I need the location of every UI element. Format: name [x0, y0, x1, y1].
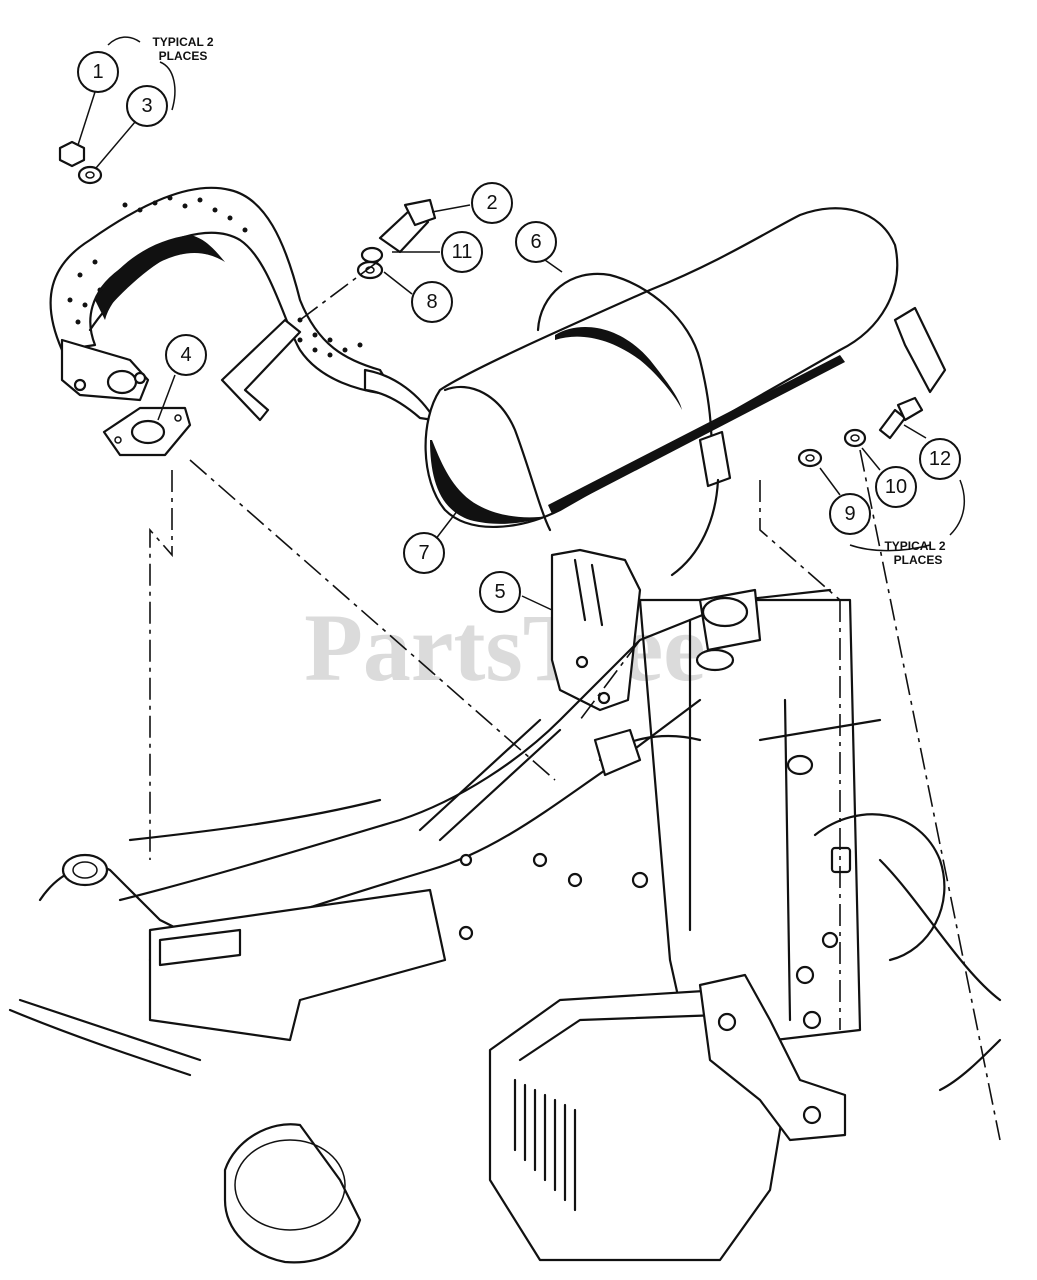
callout-7: 7 — [403, 532, 445, 574]
bolt-flat-washer — [356, 260, 384, 280]
svg-text:10: 10 — [885, 476, 907, 498]
svg-text:1: 1 — [92, 61, 103, 83]
muffler-bracket — [550, 548, 642, 712]
callout-10: 10 — [875, 466, 917, 508]
callout-9: 9 — [829, 493, 871, 535]
note-right-line2: PLACES — [894, 553, 943, 567]
svg-text:6: 6 — [530, 231, 541, 253]
svg-text:5: 5 — [494, 581, 505, 603]
note-right-line1: TYPICAL 2 — [884, 539, 945, 553]
note-typical-top: TYPICAL 2 PLACES — [107, 35, 214, 111]
svg-text:8: 8 — [426, 291, 437, 313]
muffler — [424, 207, 947, 532]
svg-text:9: 9 — [844, 503, 855, 525]
note-top-line2: PLACES — [159, 49, 208, 63]
svg-text:12: 12 — [929, 448, 951, 470]
callout-3: 3 — [126, 85, 168, 127]
pipe-hanger-bracket — [220, 318, 302, 422]
callout-6: 6 — [515, 221, 557, 263]
flange-nut — [58, 140, 86, 168]
mounting-bolt-right — [878, 396, 924, 440]
callout-11: 11 — [441, 231, 483, 273]
washer-right — [797, 448, 823, 468]
assembly-lines — [149, 259, 1001, 1141]
note-typical-right: TYPICAL 2 PLACES — [849, 479, 966, 567]
exhaust-header-pipe — [49, 186, 462, 442]
callout-4: 4 — [165, 334, 207, 376]
callout-1: 1 — [77, 51, 119, 93]
callout-12: 12 — [919, 438, 961, 480]
muffler-clamp — [536, 272, 732, 577]
callout-5: 5 — [479, 571, 521, 613]
lock-washer — [77, 165, 103, 185]
bolt-lock-washer — [360, 246, 384, 264]
note-top-line1: TYPICAL 2 — [152, 35, 213, 49]
svg-text:7: 7 — [418, 542, 429, 564]
callout-8: 8 — [411, 281, 453, 323]
engine-frame — [8, 588, 1002, 1264]
svg-text:11: 11 — [452, 241, 473, 263]
svg-text:4: 4 — [180, 344, 191, 366]
callout-leaders — [77, 91, 927, 611]
callout-2: 2 — [471, 182, 513, 224]
exhaust-gasket — [102, 406, 192, 457]
lock-washer-right — [843, 428, 867, 448]
cooling-fins — [513, 1078, 577, 1212]
mounting-bolt — [378, 198, 437, 254]
svg-text:3: 3 — [141, 95, 152, 117]
svg-text:2: 2 — [486, 192, 497, 214]
